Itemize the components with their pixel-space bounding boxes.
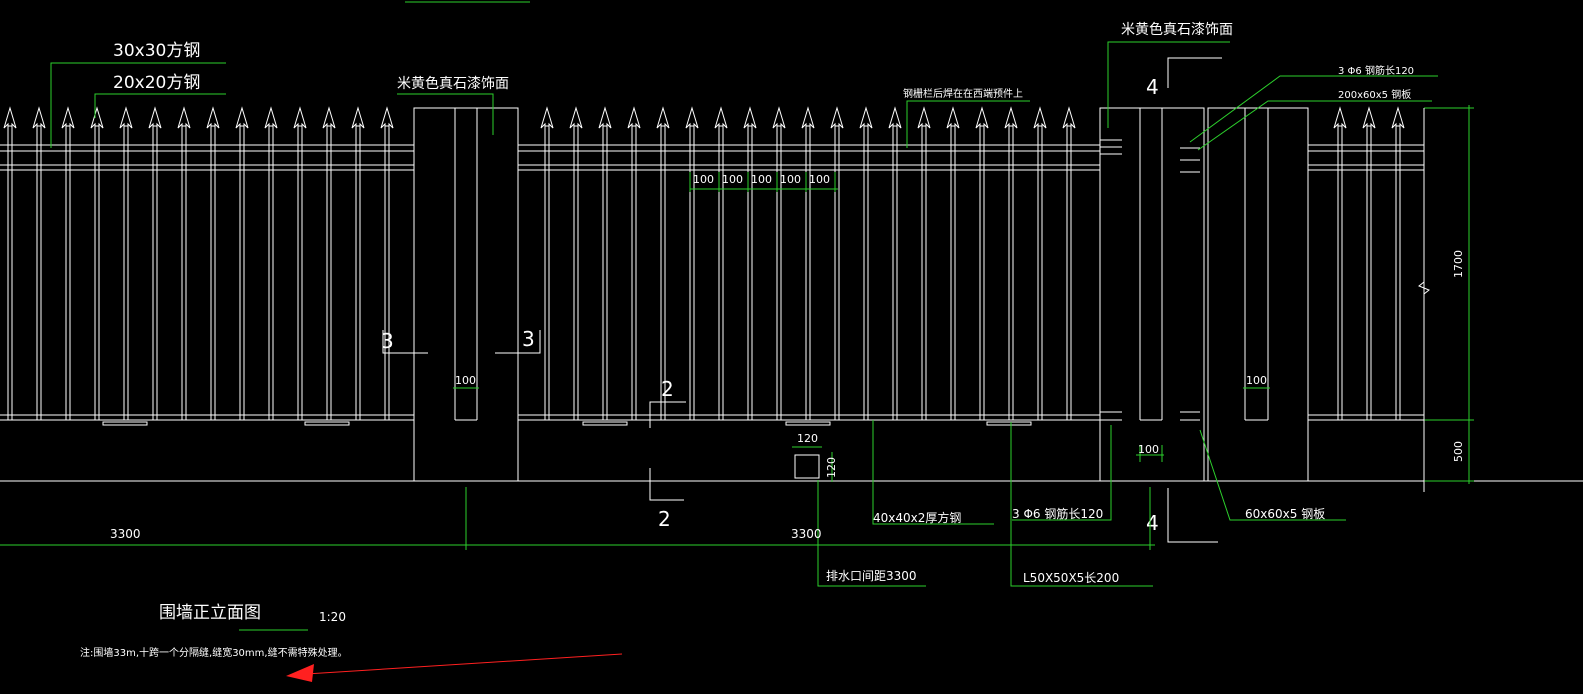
fence-picket <box>148 106 162 420</box>
fence-picket <box>888 106 902 420</box>
fence-picket <box>569 106 583 420</box>
height-dimensions: 1700 500 <box>1418 105 1474 492</box>
post-right <box>1099 107 1205 482</box>
fence-picket <box>293 106 307 420</box>
section-mark-2-top: 2 <box>661 377 674 401</box>
fence-picket <box>1033 106 1047 420</box>
fence-picket <box>656 106 670 420</box>
dim-pitch-5: 100 <box>809 173 830 186</box>
fence-picket <box>946 106 960 420</box>
fence-picket <box>540 106 554 420</box>
dim-pitch-4: 100 <box>780 173 801 186</box>
fence-picket <box>177 106 191 420</box>
section-mark-2-bottom: 2 <box>658 507 671 531</box>
red-arrow-annotation <box>286 653 623 682</box>
label-steel-30: 30x30方钢 <box>113 41 200 61</box>
dim-pitch-1: 100 <box>693 173 714 186</box>
fence-picket <box>830 106 844 420</box>
dim-drain-height: 120 <box>825 457 838 478</box>
label-tube-40: 40x40x2厚方钢 <box>873 510 961 525</box>
fence-picket <box>32 106 46 420</box>
fence-picket <box>90 106 104 420</box>
fence-picket <box>975 106 989 420</box>
fence-picket <box>235 106 249 420</box>
fence-picket <box>743 106 757 420</box>
drawing-scale: 1:20 <box>319 610 346 624</box>
fence-picket <box>917 106 931 420</box>
fence-picket <box>801 106 815 420</box>
label-drain: 排水口间距3300 <box>826 569 917 583</box>
fence-rails <box>0 144 1424 421</box>
fence-picket <box>61 106 75 420</box>
fence-picket <box>119 106 133 420</box>
dim-span-left: 3300 <box>110 527 141 541</box>
label-rebar-bottom: 3 Φ6 钢筋长120 <box>1012 506 1103 521</box>
fence-picket <box>1333 106 1347 420</box>
dim-pitch-3: 100 <box>751 173 772 186</box>
label-plate-top: 200x60x5 钢板 <box>1338 88 1411 101</box>
drawing-note: 注:围墙33m,十跨一个分隔缝,缝宽30mm,缝不需特殊处理。 <box>80 646 348 659</box>
fence-picket <box>322 106 336 420</box>
label-finish-left: 米黄色真石漆饰面 <box>397 75 509 92</box>
fence-pickets <box>3 106 1405 420</box>
post-left <box>413 107 519 482</box>
leader-lines <box>50 41 1438 631</box>
post-third <box>1207 107 1309 482</box>
fence-picket <box>1391 106 1405 420</box>
dim-post-gap-left: 100 <box>455 374 476 387</box>
drain-dimensions: 120 120 <box>792 432 838 482</box>
fence-picket <box>772 106 786 420</box>
label-finish-right: 米黄色真石漆饰面 <box>1121 21 1233 38</box>
label-angle: L50X50X5长200 <box>1023 571 1119 585</box>
fence-picket <box>685 106 699 420</box>
rail-base-blocks <box>102 421 1032 426</box>
section-mark-3-right: 3 <box>522 327 535 351</box>
label-rebar-top: 3 Φ6 钢筋长120 <box>1338 64 1414 77</box>
post-gap-dimensions: 100 100 100 <box>453 374 1270 462</box>
section-mark-4-top: 4 <box>1146 75 1159 99</box>
section-mark-3-left: 3 <box>381 329 394 353</box>
fence-picket <box>1362 106 1376 420</box>
section-cut-marks: 3 3 2 2 4 4 <box>381 57 1222 543</box>
dim-height-upper: 1700 <box>1452 250 1465 278</box>
fence-picket <box>351 106 365 420</box>
label-steel-20: 20x20方钢 <box>113 73 200 93</box>
fence-picket <box>859 106 873 420</box>
fence-picket <box>598 106 612 420</box>
label-railing-note: 钢栅栏后焊在在西端预件上 <box>903 87 1023 100</box>
dim-post-gap-right: 100 <box>1246 374 1267 387</box>
fence-picket <box>1062 106 1076 420</box>
fence-picket <box>627 106 641 420</box>
dim-gap-bottom: 100 <box>1138 443 1159 456</box>
drawing-title-block: 围墙正立面图 1:20 注:围墙33m,十跨一个分隔缝,缝宽30mm,缝不需特殊… <box>80 603 348 659</box>
dim-drain-width: 120 <box>797 432 818 445</box>
section-mark-4-bottom: 4 <box>1146 511 1159 535</box>
fence-picket <box>380 106 394 420</box>
dim-pitch-2: 100 <box>722 173 743 186</box>
fence-picket <box>264 106 278 420</box>
fence-picket <box>3 106 17 420</box>
fence-picket <box>714 106 728 420</box>
dim-height-lower: 500 <box>1452 441 1465 462</box>
span-dimensions: 3300 3300 <box>0 487 1155 550</box>
pitch-dimension-chain: 100 100 100 100 100 <box>689 172 838 192</box>
fence-picket <box>1004 106 1018 420</box>
drain-opening <box>794 454 820 479</box>
drawing-title: 围墙正立面图 <box>159 603 261 623</box>
fence-picket <box>206 106 220 420</box>
dim-span-right: 3300 <box>791 527 822 541</box>
label-plate-bottom: 60x60x5 钢板 <box>1245 507 1325 521</box>
annotation-labels: 30x30方钢 20x20方钢 米黄色真石漆饰面 钢栅栏后焊在在西端预件上 米黄… <box>113 21 1414 585</box>
